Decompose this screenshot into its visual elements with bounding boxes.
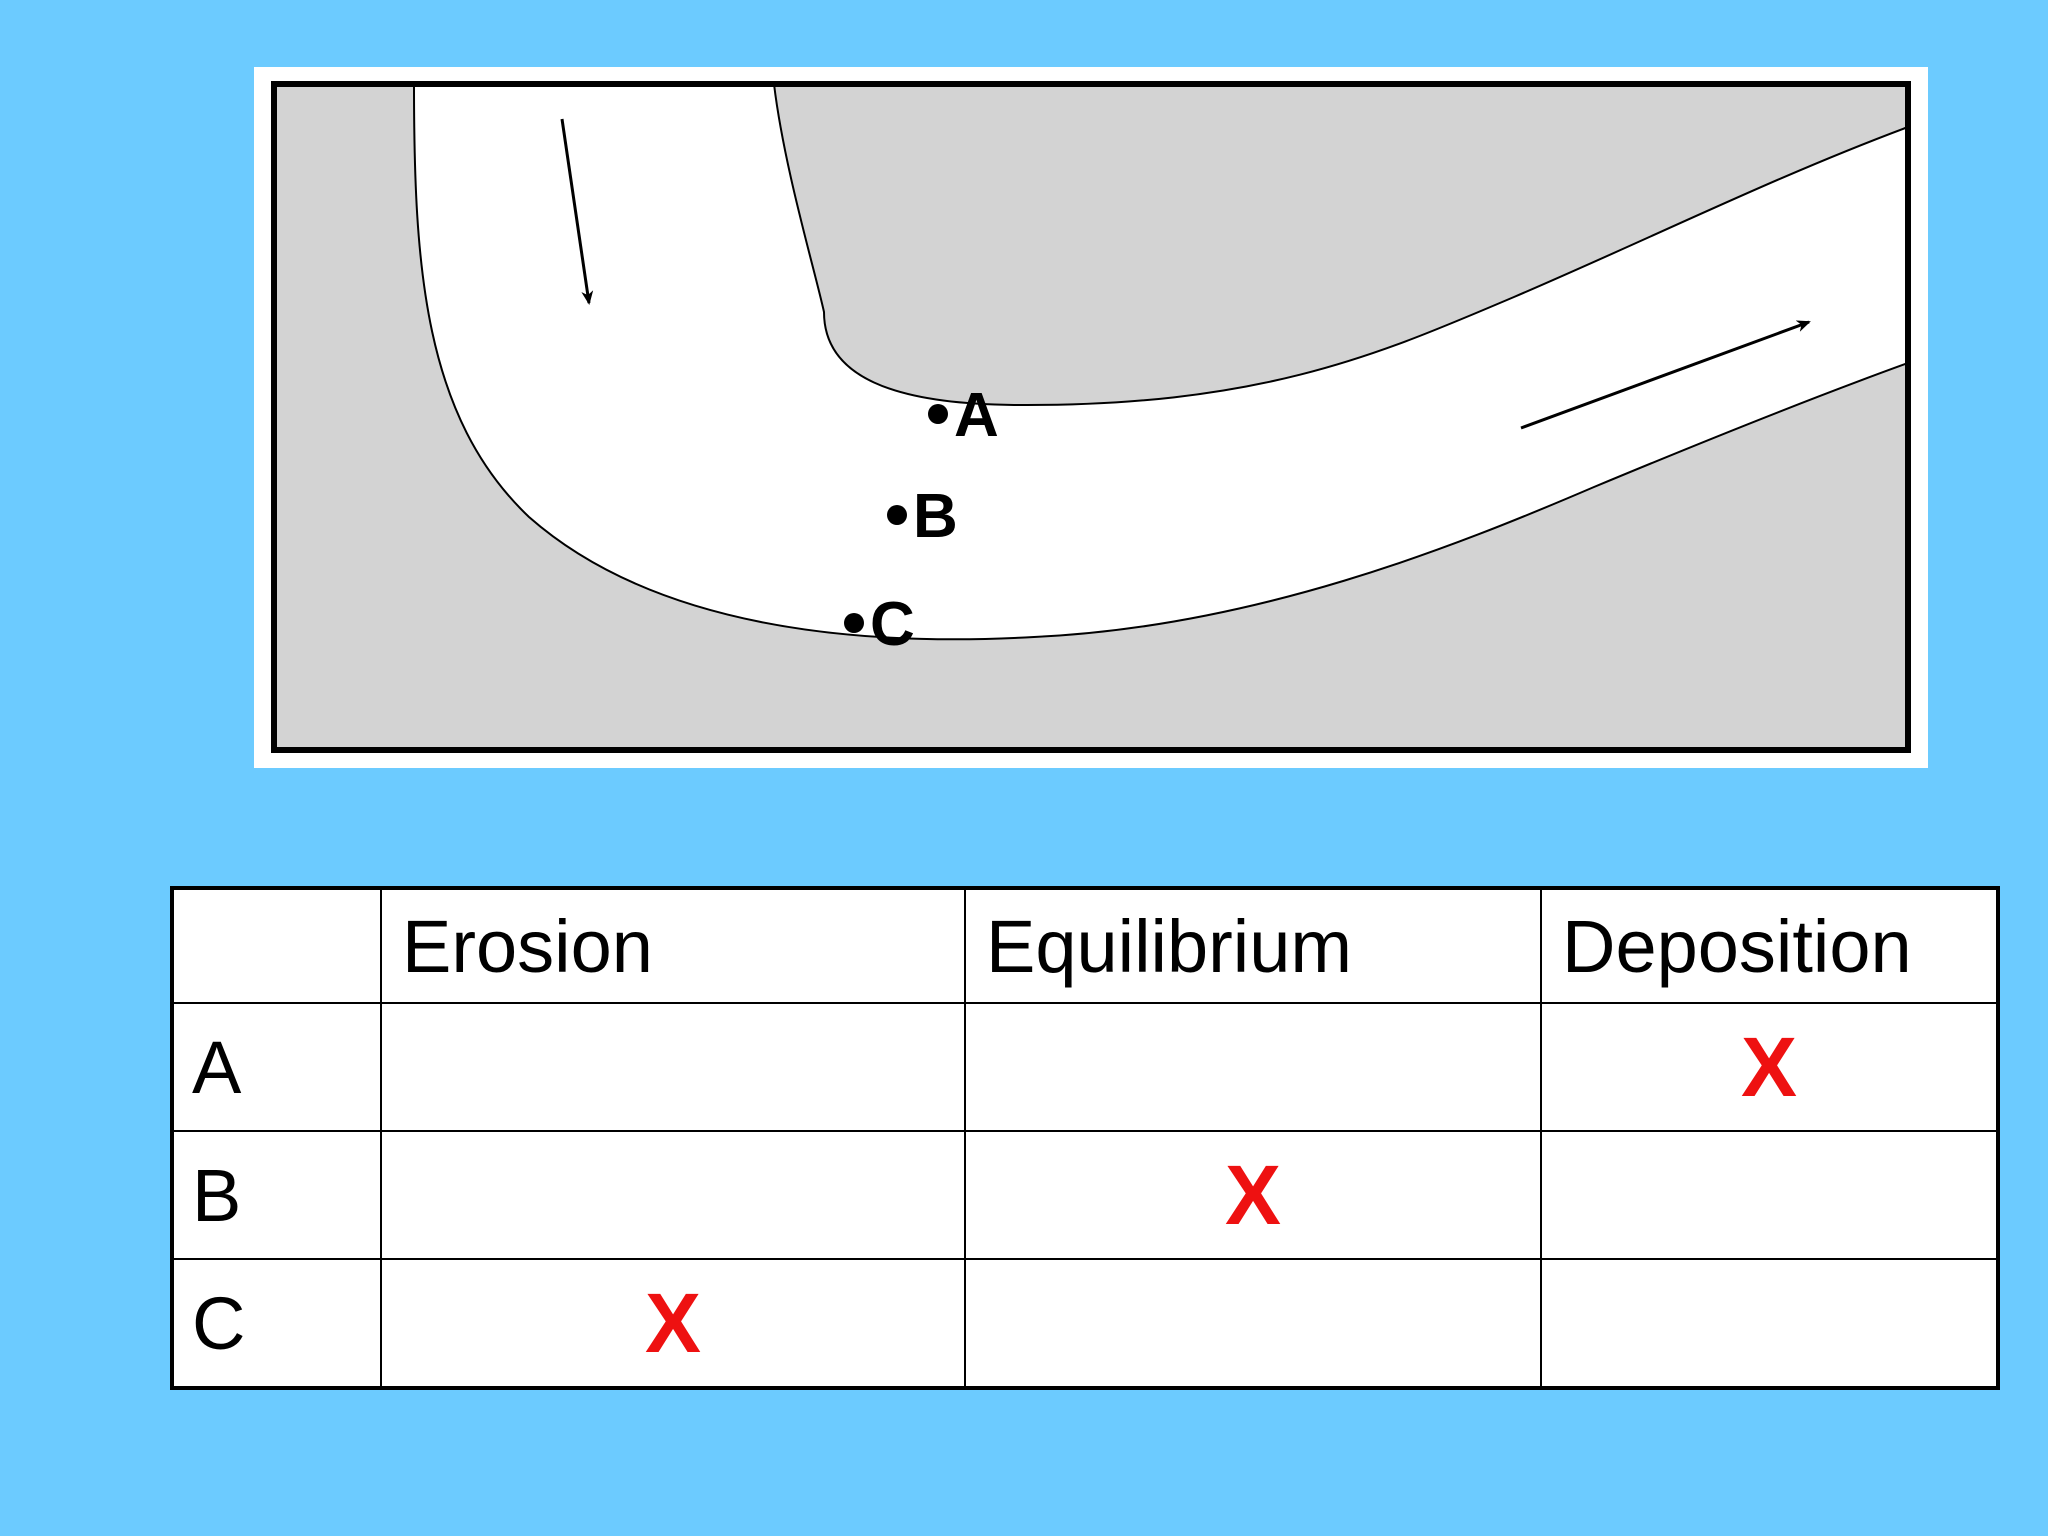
river-channel — [414, 84, 1908, 640]
cell-c-erosion: X — [380, 1258, 966, 1389]
cell-a-equilibrium — [964, 1002, 1542, 1132]
cell-b-erosion — [380, 1130, 966, 1260]
table-header-row: Erosion Equilibrium Deposition — [171, 887, 1999, 1004]
row-label-b: B — [171, 1130, 382, 1260]
point-a-dot — [928, 404, 948, 424]
cell-a-deposition: X — [1540, 1002, 1999, 1132]
header-deposition: Deposition — [1540, 887, 1999, 1004]
diagram-border — [271, 81, 1911, 753]
inner-bank-line — [773, 83, 1909, 407]
table-row: B X — [171, 1130, 1999, 1260]
point-b-dot — [887, 505, 907, 525]
point-c-label: C — [870, 590, 915, 659]
flow-arrow-down-icon — [560, 118, 594, 305]
classification-table: Erosion Equilibrium Deposition A X B X C… — [170, 886, 2000, 1390]
river-bend-diagram: A B C — [254, 67, 1928, 768]
mark: X — [1224, 1148, 1282, 1242]
table-row: A X — [171, 1002, 1999, 1132]
row-label-c: C — [171, 1258, 382, 1389]
header-equilibrium: Equilibrium — [964, 887, 1542, 1004]
mark: X — [644, 1276, 702, 1370]
mark: X — [1740, 1020, 1798, 1114]
cell-a-erosion — [380, 1002, 966, 1132]
cell-c-deposition — [1540, 1258, 1999, 1389]
row-label-a: A — [171, 1002, 382, 1132]
cell-b-equilibrium: X — [964, 1130, 1542, 1260]
river-bend-svg: A B C — [271, 81, 1911, 753]
flow-arrow-right-icon — [1520, 320, 1811, 430]
point-c-dot — [844, 613, 864, 633]
point-a-label: A — [954, 381, 999, 450]
point-b-label: B — [913, 482, 958, 551]
cell-c-equilibrium — [964, 1258, 1542, 1389]
outer-bank-line — [413, 83, 1909, 641]
header-erosion: Erosion — [380, 887, 966, 1004]
header-corner-cell — [171, 887, 382, 1004]
cell-b-deposition — [1540, 1130, 1999, 1260]
table-row: C X — [171, 1258, 1999, 1389]
